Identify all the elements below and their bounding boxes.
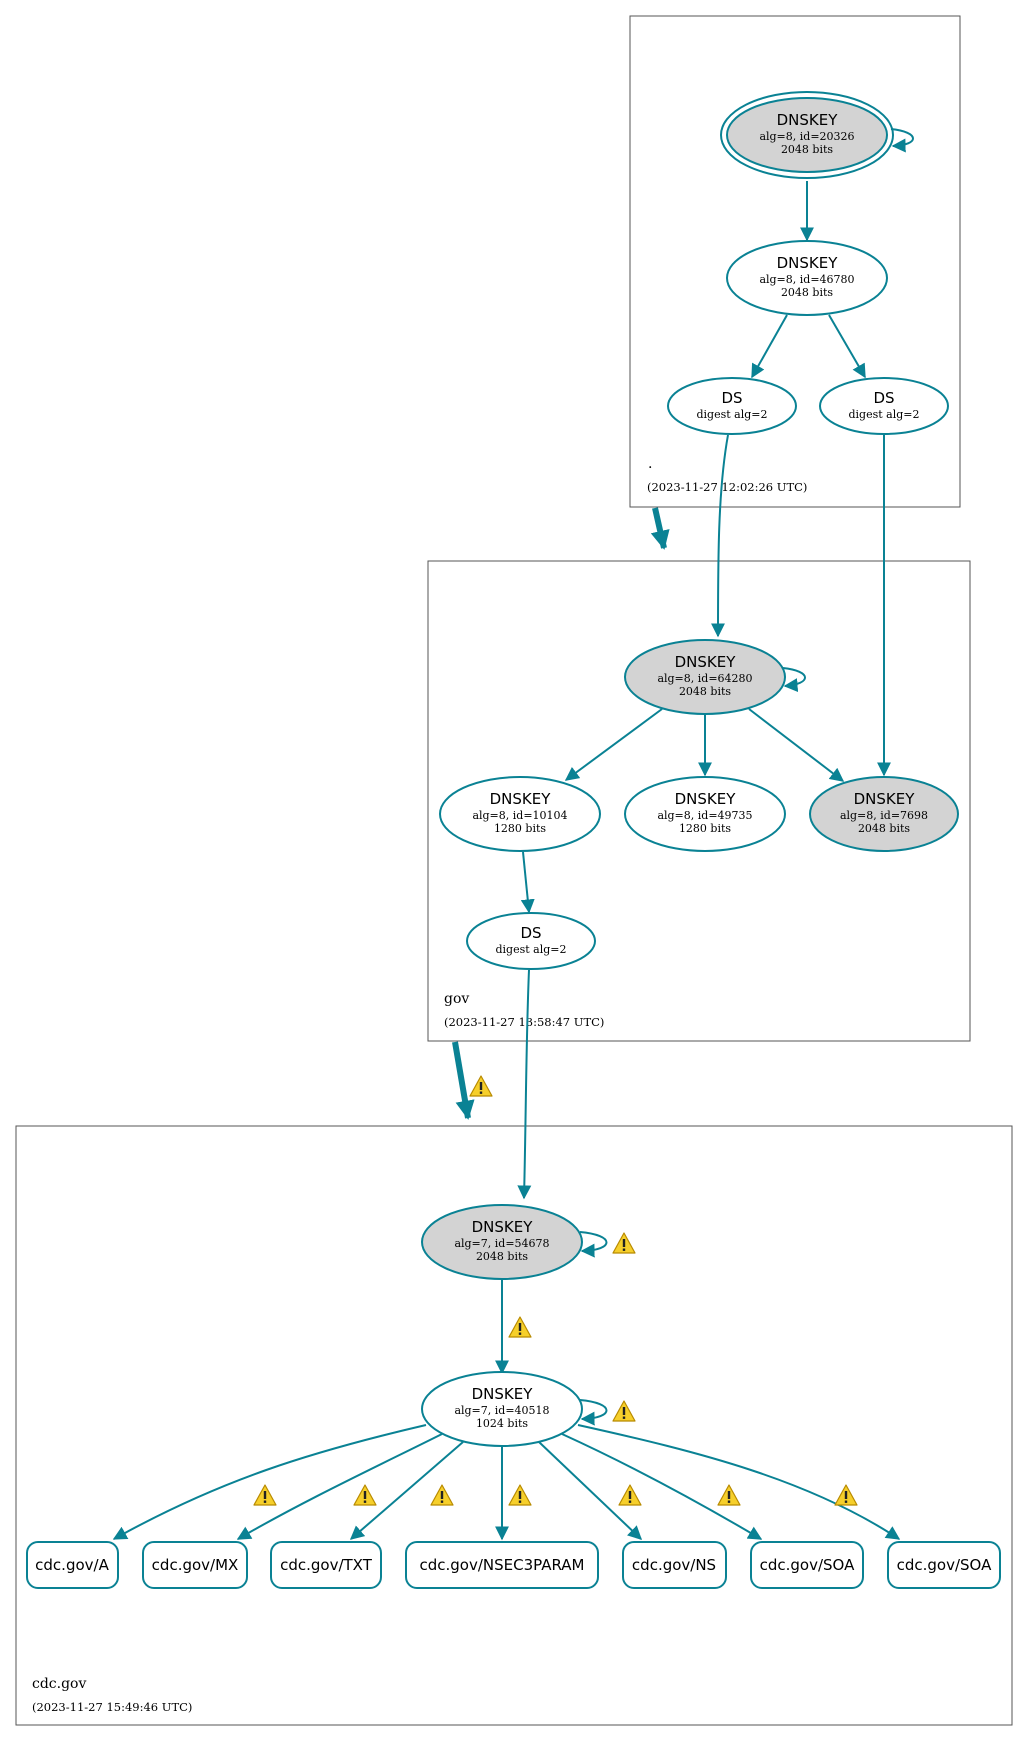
node-gov-ksk2-bits: 2048 bits — [858, 822, 910, 835]
zone-gov-name: gov — [444, 991, 469, 1007]
node-gov-ksk2-id: alg=8, id=7698 — [840, 809, 928, 822]
warning-icon[interactable] — [834, 1484, 858, 1506]
edge-gov-ksk-zsk1 — [564, 708, 663, 781]
edge-cdc-zsk-soa1 — [561, 1433, 763, 1540]
rrset-cdc-mx-label: cdc.gov/MX — [152, 1556, 239, 1574]
rrset-cdc-soa-2-label: cdc.gov/SOA — [897, 1556, 992, 1574]
rrset-cdc-txt-label: cdc.gov/TXT — [280, 1556, 373, 1574]
node-gov-ds-title: DS — [520, 924, 541, 942]
delegation-gov-cdc — [452, 1041, 475, 1120]
warning-icon[interactable] — [508, 1484, 532, 1506]
node-root-ksk[interactable]: DNSKEY alg=8, id=20326 2048 bits — [720, 91, 894, 179]
edge-root-ds1-gov-ksk — [711, 434, 729, 638]
node-gov-ds-digest: digest alg=2 — [495, 943, 566, 956]
edge-cdc-zsk-txt — [349, 1441, 464, 1540]
rrset-cdc-ns-label: cdc.gov/NS — [632, 1556, 716, 1574]
warning-icon[interactable] — [253, 1484, 277, 1506]
zone-gov-time: (2023-11-27 13:58:47 UTC) — [444, 1015, 604, 1029]
rrset-cdc-nsec3param[interactable]: cdc.gov/NSEC3PARAM — [405, 1541, 599, 1589]
edge-root-zsk-ds1 — [751, 314, 788, 379]
node-gov-ksk2-title: DNSKEY — [854, 790, 916, 808]
edge-gov-ksk-ksk2 — [748, 708, 845, 782]
node-gov-ds[interactable]: DS digest alg=2 — [466, 912, 596, 970]
node-root-ds1[interactable]: DS digest alg=2 — [667, 377, 797, 435]
node-gov-ksk-id: alg=8, id=64280 — [657, 672, 752, 685]
node-gov-ksk2[interactable]: DNSKEY alg=8, id=7698 2048 bits — [809, 776, 959, 852]
node-cdc-zsk-bits: 1024 bits — [476, 1417, 528, 1430]
rrset-cdc-soa-2[interactable]: cdc.gov/SOA — [887, 1541, 1001, 1589]
node-root-ds1-digest: digest alg=2 — [696, 408, 767, 421]
node-root-ksk-title: DNSKEY — [777, 111, 839, 129]
node-root-zsk-title: DNSKEY — [777, 254, 839, 272]
node-root-ksk-id: alg=8, id=20326 — [759, 130, 854, 143]
warning-icon[interactable] — [508, 1316, 532, 1338]
rrset-cdc-nsec3param-label: cdc.gov/NSEC3PARAM — [419, 1556, 584, 1574]
node-gov-zsk2-bits: 1280 bits — [679, 822, 731, 835]
node-gov-ksk-bits: 2048 bits — [679, 685, 731, 698]
rrset-cdc-a-label: cdc.gov/A — [35, 1556, 109, 1574]
warning-icon[interactable] — [612, 1232, 636, 1254]
node-gov-zsk2-title: DNSKEY — [675, 790, 737, 808]
edge-cdc-zsk-soa2 — [577, 1424, 901, 1540]
node-cdc-zsk[interactable]: DNSKEY alg=7, id=40518 1024 bits — [421, 1371, 583, 1447]
edge-cdc-zsk-a — [112, 1424, 427, 1540]
rrset-cdc-soa-1[interactable]: cdc.gov/SOA — [750, 1541, 864, 1589]
zone-root-name: . — [648, 456, 652, 472]
rrset-cdc-mx[interactable]: cdc.gov/MX — [142, 1541, 248, 1589]
warning-icon[interactable] — [717, 1484, 741, 1506]
warning-icon[interactable] — [618, 1484, 642, 1506]
node-root-ds1-title: DS — [721, 389, 742, 407]
warning-icon[interactable] — [469, 1075, 493, 1097]
rrset-cdc-ns[interactable]: cdc.gov/NS — [622, 1541, 727, 1589]
edge-root-zsk-ds2 — [828, 314, 866, 379]
node-cdc-ksk[interactable]: DNSKEY alg=7, id=54678 2048 bits — [421, 1204, 583, 1280]
rrset-cdc-a[interactable]: cdc.gov/A — [26, 1541, 119, 1589]
zone-cdc-time: (2023-11-27 15:49:46 UTC) — [32, 1700, 192, 1714]
warning-icon[interactable] — [430, 1484, 454, 1506]
node-gov-zsk2[interactable]: DNSKEY alg=8, id=49735 1280 bits — [624, 776, 786, 852]
node-gov-zsk2-id: alg=8, id=49735 — [657, 809, 752, 822]
edge-gov-ds-cdc-ksk — [517, 969, 532, 1200]
node-cdc-zsk-title: DNSKEY — [472, 1385, 534, 1403]
edge-root-ksk-self — [890, 128, 914, 153]
node-gov-zsk1-id: alg=8, id=10104 — [472, 809, 567, 822]
edge-cdc-zsk-self — [579, 1399, 608, 1426]
zone-root-time: (2023-11-27 12:02:26 UTC) — [647, 480, 807, 494]
node-root-ksk-bits: 2048 bits — [781, 143, 833, 156]
node-cdc-ksk-title: DNSKEY — [472, 1218, 534, 1236]
zone-gov: gov (2023-11-27 13:58:47 UTC) — [427, 560, 971, 1042]
edge-gov-zsk1-ds — [520, 851, 535, 914]
node-root-zsk[interactable]: DNSKEY alg=8, id=46780 2048 bits — [726, 240, 888, 316]
delegation-root-gov — [650, 507, 670, 550]
warning-icon[interactable] — [353, 1484, 377, 1506]
edge-cdc-ksk-self — [579, 1231, 608, 1258]
node-root-zsk-id: alg=8, id=46780 — [759, 273, 854, 286]
node-root-ds2[interactable]: DS digest alg=2 — [819, 377, 949, 435]
node-gov-ksk[interactable]: DNSKEY alg=8, id=64280 2048 bits — [624, 639, 786, 715]
zone-cdc: cdc.gov (2023-11-27 15:49:46 UTC) — [15, 1125, 1013, 1726]
node-root-zsk-bits: 2048 bits — [781, 286, 833, 299]
edge-cdc-zsk-ns — [538, 1441, 643, 1540]
zone-cdc-name: cdc.gov — [32, 1676, 86, 1692]
zone-root: . (2023-11-27 12:02:26 UTC) — [629, 15, 961, 508]
node-cdc-ksk-bits: 2048 bits — [476, 1250, 528, 1263]
node-root-ds2-title: DS — [873, 389, 894, 407]
rrset-cdc-txt[interactable]: cdc.gov/TXT — [270, 1541, 382, 1589]
edge-gov-ksk-self — [782, 667, 806, 693]
node-gov-zsk1-title: DNSKEY — [490, 790, 552, 808]
node-cdc-zsk-id: alg=7, id=40518 — [454, 1404, 549, 1417]
node-gov-ksk-title: DNSKEY — [675, 653, 737, 671]
node-gov-zsk1[interactable]: DNSKEY alg=8, id=10104 1280 bits — [439, 776, 601, 852]
rrset-cdc-soa-1-label: cdc.gov/SOA — [760, 1556, 855, 1574]
node-gov-zsk1-bits: 1280 bits — [494, 822, 546, 835]
edge-cdc-zsk-mx — [236, 1433, 443, 1540]
node-root-ds2-digest: digest alg=2 — [848, 408, 919, 421]
warning-icon[interactable] — [612, 1400, 636, 1422]
node-cdc-ksk-id: alg=7, id=54678 — [454, 1237, 549, 1250]
